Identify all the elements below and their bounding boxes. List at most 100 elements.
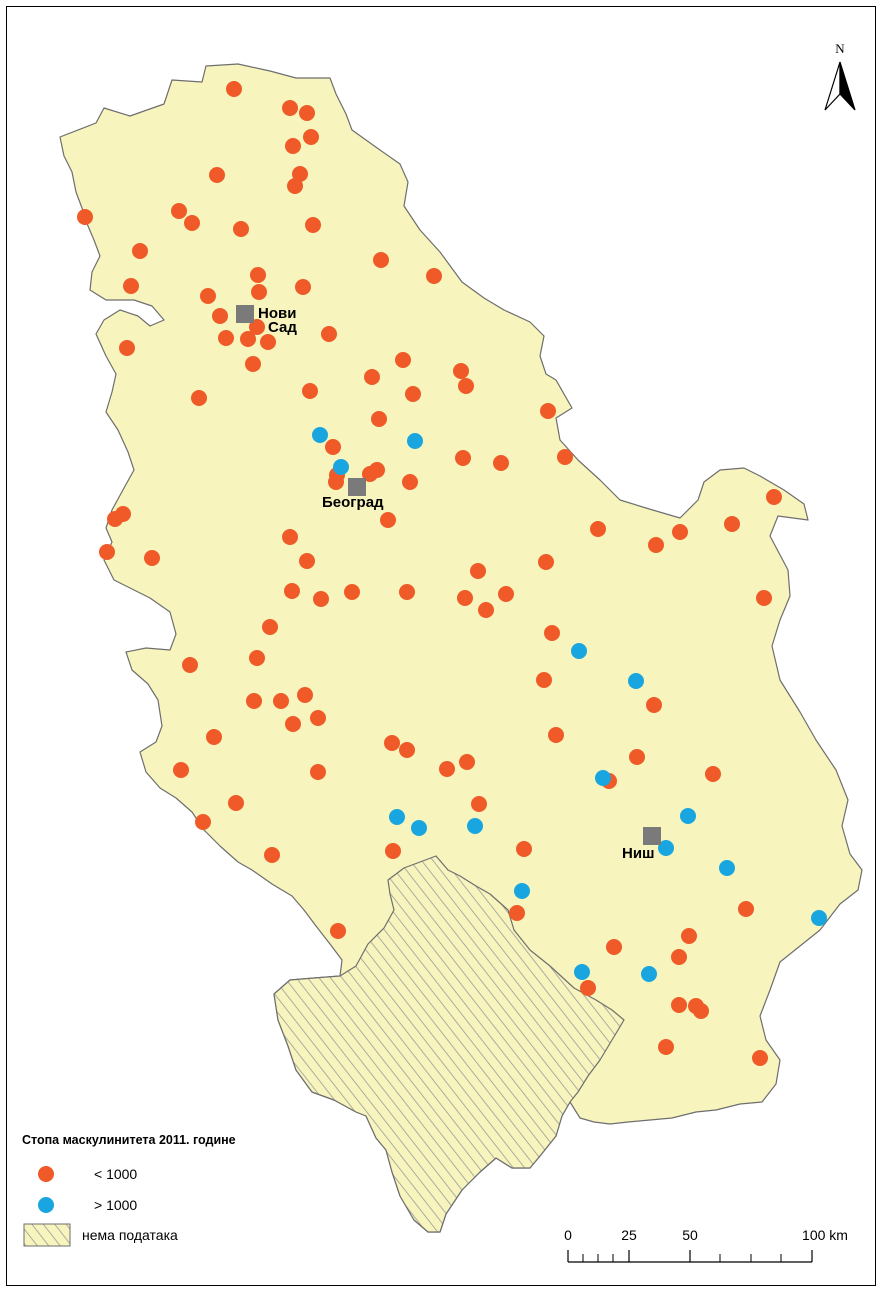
settlement-dot-above: [641, 966, 657, 982]
settlement-dot-below: [548, 727, 564, 743]
settlement-dot-below: [426, 268, 442, 284]
settlement-dot-below: [478, 602, 494, 618]
settlement-dot-above: [389, 809, 405, 825]
settlement-dot-above: [574, 964, 590, 980]
settlement-dot-below: [292, 166, 308, 182]
settlement-dot-below: [395, 352, 411, 368]
settlement-dot-above: [595, 770, 611, 786]
settlement-dot-below: [371, 411, 387, 427]
settlement-dot-above: [680, 808, 696, 824]
settlement-dot-below: [240, 331, 256, 347]
settlement-dot-below: [251, 284, 267, 300]
settlement-dot-below: [200, 288, 216, 304]
settlement-dot-below: [705, 766, 721, 782]
settlement-dot-below: [115, 506, 131, 522]
settlement-dot-above: [571, 643, 587, 659]
settlement-dot-below: [373, 252, 389, 268]
settlement-dot-below: [310, 764, 326, 780]
settlement-dot-below: [282, 529, 298, 545]
legend-title: Стопа маскулинитета 2011. године: [22, 1133, 236, 1147]
settlement-dot-below: [498, 586, 514, 602]
settlement-dot-above: [411, 820, 427, 836]
settlement-dot-below: [313, 591, 329, 607]
settlement-dot-below: [299, 553, 315, 569]
blue-dot-icon: [38, 1197, 54, 1213]
settlement-dot-below: [282, 100, 298, 116]
settlement-dot-below: [273, 693, 289, 709]
settlement-dot-above: [719, 860, 735, 876]
settlement-dot-below: [439, 761, 455, 777]
settlement-dot-below: [681, 928, 697, 944]
settlement-dot-below: [590, 521, 606, 537]
settlement-dots: [77, 81, 827, 1066]
settlement-dot-below: [212, 308, 228, 324]
city-square-icon: [643, 827, 661, 845]
settlement-dot-below: [209, 167, 225, 183]
settlement-dot-below: [260, 334, 276, 350]
settlement-dot-below: [544, 625, 560, 641]
settlement-dot-below: [344, 584, 360, 600]
settlement-dot-below: [171, 203, 187, 219]
settlement-dot-below: [206, 729, 222, 745]
settlement-dot-below: [509, 905, 525, 921]
settlement-dot-below: [471, 796, 487, 812]
settlement-dot-below: [285, 716, 301, 732]
city-label: Нови: [258, 305, 296, 322]
settlement-dot-below: [671, 949, 687, 965]
settlement-dot-below: [756, 590, 772, 606]
scale-label-25: 25: [621, 1227, 637, 1243]
city-label: Сад: [268, 319, 297, 336]
settlement-dot-below: [606, 939, 622, 955]
settlement-dot-below: [459, 754, 475, 770]
settlement-dot-below: [453, 363, 469, 379]
legend-label-above: > 1000: [94, 1197, 137, 1213]
settlement-dot-below: [493, 455, 509, 471]
settlement-dot-below: [646, 697, 662, 713]
settlement-dot-below: [195, 814, 211, 830]
settlement-dot-below: [218, 330, 234, 346]
settlement-dot-below: [629, 749, 645, 765]
scale-bar: 0 25 50 100 km: [564, 1227, 848, 1263]
scale-label-0: 0: [564, 1227, 572, 1243]
settlement-dot-below: [330, 923, 346, 939]
settlement-dot-below: [321, 326, 337, 342]
legend: Стопа маскулинитета 2011. године < 1000 …: [22, 1133, 236, 1247]
settlement-dot-below: [245, 356, 261, 372]
settlement-dot-below: [77, 209, 93, 225]
settlement-dot-below: [284, 583, 300, 599]
settlement-dot-below: [536, 672, 552, 688]
settlement-dot-above: [628, 673, 644, 689]
settlement-dot-below: [457, 590, 473, 606]
settlement-dot-below: [724, 516, 740, 532]
settlement-dot-below: [228, 795, 244, 811]
city-square-icon: [236, 305, 254, 323]
settlement-dot-above: [312, 427, 328, 443]
settlement-dot-below: [123, 278, 139, 294]
settlement-dot-below: [557, 449, 573, 465]
city-label: Београд: [322, 494, 384, 511]
settlement-dot-below: [658, 1039, 674, 1055]
scale-label-50: 50: [682, 1227, 698, 1243]
legend-label-below: < 1000: [94, 1166, 137, 1182]
settlement-dot-below: [328, 474, 344, 490]
legend-label-nodata: нема података: [82, 1227, 178, 1243]
settlement-dot-below: [384, 735, 400, 751]
settlement-dot-below: [458, 378, 474, 394]
settlement-dot-below: [766, 489, 782, 505]
settlement-dot-below: [299, 105, 315, 121]
settlement-dot-above: [658, 840, 674, 856]
settlement-dot-below: [385, 843, 401, 859]
settlement-dot-below: [580, 980, 596, 996]
settlement-dot-below: [402, 474, 418, 490]
settlement-dot-below: [297, 687, 313, 703]
settlement-dot-below: [364, 369, 380, 385]
settlement-dot-below: [369, 462, 385, 478]
north-arrow-icon: N: [824, 41, 856, 111]
settlement-dot-below: [262, 619, 278, 635]
settlement-dot-below: [325, 439, 341, 455]
settlement-dot-below: [648, 537, 664, 553]
settlement-dot-below: [99, 544, 115, 560]
scale-label-100: 100 km: [802, 1227, 848, 1243]
settlement-dot-below: [226, 81, 242, 97]
